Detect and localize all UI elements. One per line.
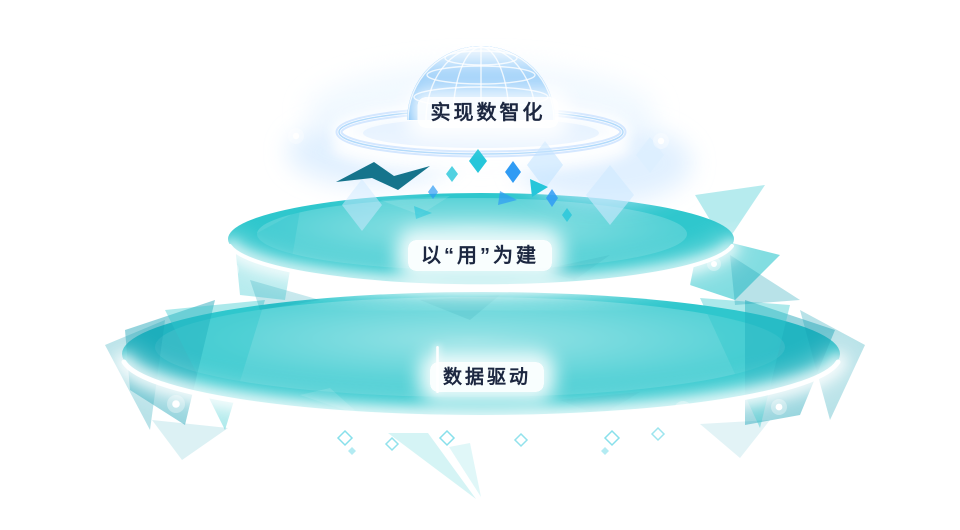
middle-platform — [218, 185, 800, 310]
tier-label-bottom: 数据驱动 — [429, 362, 545, 392]
arrow-ribbon — [336, 162, 430, 190]
edge-dots — [167, 128, 787, 424]
decor-burst — [336, 137, 664, 231]
reflection-shapes — [152, 420, 770, 499]
tier-label-top: 实现数智化 — [417, 97, 559, 128]
bottom-surface-highlight — [155, 297, 785, 397]
bottom-front-rim — [109, 347, 853, 433]
tier-label-middle: 以“用”为建 — [408, 240, 552, 271]
middle-right-facets — [690, 185, 800, 305]
reflection-diamonds — [336, 426, 666, 452]
middle-front-rim — [218, 234, 744, 299]
bottom-platform — [105, 292, 865, 436]
